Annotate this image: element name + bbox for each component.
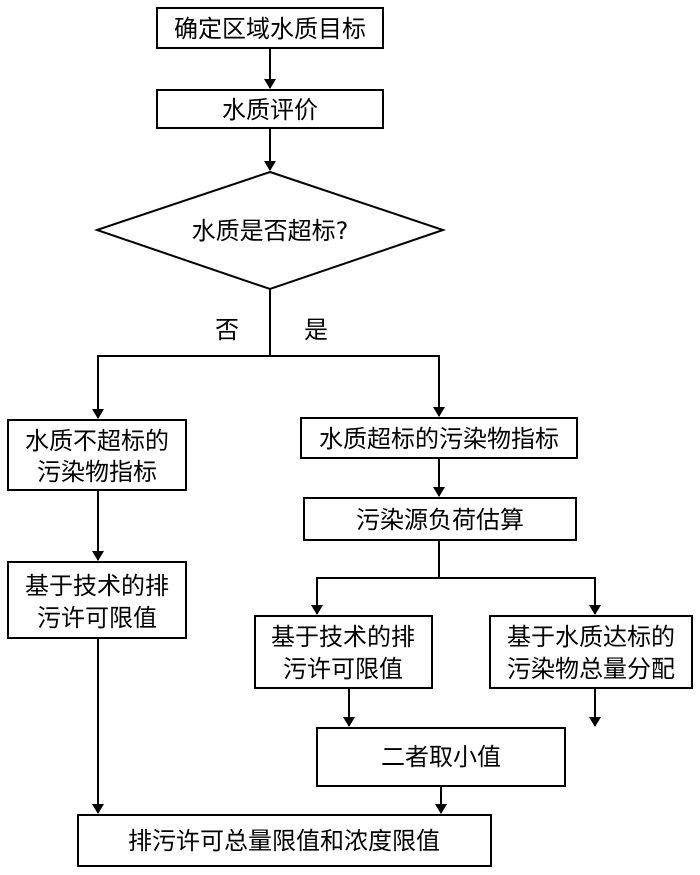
node-tech-right: 基于技术的排 污许可限值 bbox=[254, 615, 433, 689]
node-tech-left-line2: 污许可限值 bbox=[37, 604, 157, 632]
node-determine-target: 确定区域水质目标 bbox=[156, 7, 384, 49]
node-load-estimate: 污染源负荷估算 bbox=[303, 497, 577, 541]
node-not-exceed-line1: 水质不超标的 bbox=[25, 427, 169, 455]
node-tech-left-line1: 基于技术的排 bbox=[25, 572, 169, 600]
node-exceed: 水质超标的污染物指标 bbox=[300, 417, 578, 459]
node-tech-right-line2: 污许可限值 bbox=[283, 655, 403, 683]
node-evaluation: 水质评价 bbox=[156, 89, 384, 129]
node-take-min-label: 二者取小值 bbox=[381, 743, 501, 771]
node-exceed-label: 水质超标的污染物指标 bbox=[319, 425, 559, 453]
node-evaluation-label: 水质评价 bbox=[222, 96, 318, 124]
node-decision-label: 水质是否超标? bbox=[192, 217, 349, 245]
node-not-exceed-line2: 污染物指标 bbox=[37, 458, 157, 486]
node-determine-target-label: 确定区域水质目标 bbox=[174, 15, 366, 43]
node-tech-left: 基于技术的排 污许可限值 bbox=[7, 561, 187, 639]
connectors bbox=[92, 48, 601, 814]
node-decision: 水质是否超标? bbox=[93, 170, 447, 291]
node-tech-right-line1: 基于技术的排 bbox=[271, 623, 415, 651]
branch-label-no: 否 bbox=[215, 316, 239, 344]
node-load-estimate-label: 污染源负荷估算 bbox=[356, 506, 524, 534]
node-take-min: 二者取小值 bbox=[316, 727, 566, 787]
node-allocation: 基于水质达标的 污染物总量分配 bbox=[489, 615, 693, 689]
node-final: 排污许可总量限值和浓度限值 bbox=[77, 814, 492, 867]
node-allocation-line1: 基于水质达标的 bbox=[507, 623, 675, 651]
node-final-label: 排污许可总量限值和浓度限值 bbox=[128, 827, 440, 855]
branch-label-yes: 是 bbox=[304, 316, 328, 344]
node-not-exceed: 水质不超标的 污染物指标 bbox=[7, 419, 187, 491]
node-allocation-line2: 污染物总量分配 bbox=[507, 655, 675, 683]
